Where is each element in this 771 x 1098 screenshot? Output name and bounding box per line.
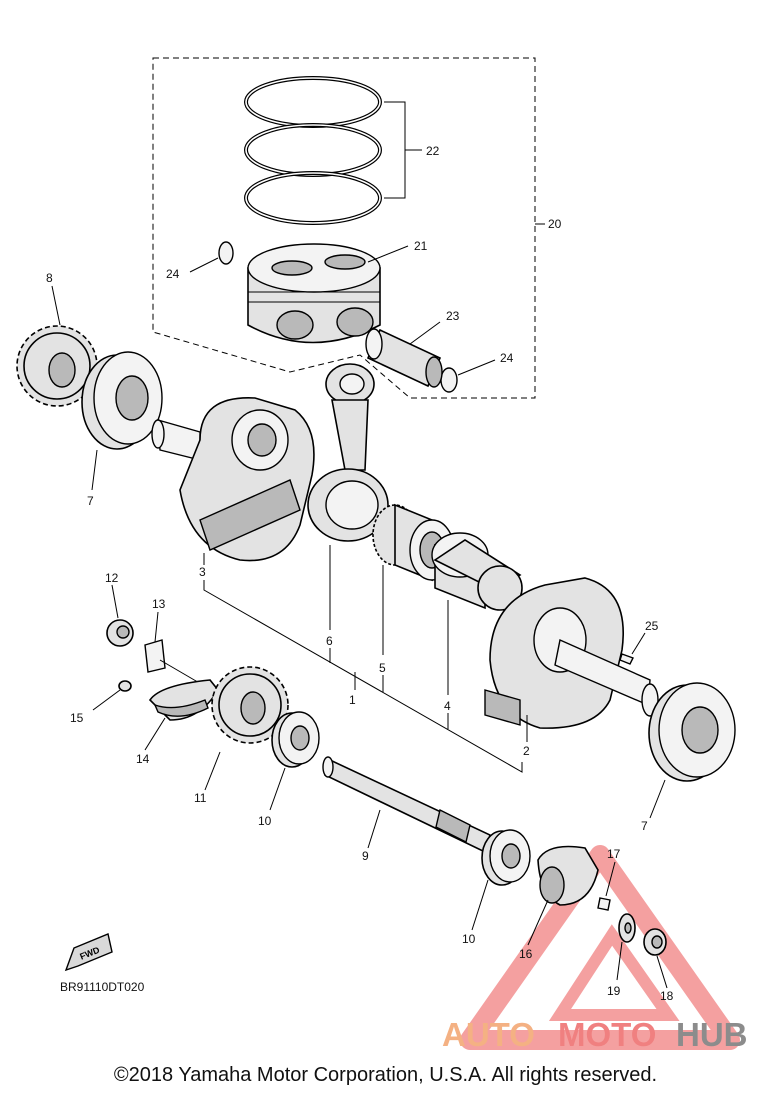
callout-8: 8 [46,271,53,285]
leader-17 [605,861,616,897]
bearing-balancer-right [481,829,531,886]
leader-14 [144,717,166,751]
leader-7b [649,779,666,819]
leader-25 [631,632,646,655]
watermark-moto: MOTO [558,1016,656,1053]
callout-labels: 1 2 3 4 5 6 7 7 8 9 10 10 11 12 13 14 15… [46,144,674,1003]
watermark-triangle-inner [548,924,680,1021]
leader-13 [154,611,159,643]
woodruff-key [619,653,634,665]
leader-19 [616,941,623,981]
piston-kit-boundary [152,57,536,399]
callout-19: 19 [607,984,621,998]
balancer-weight-14 [148,679,219,721]
callout-7b: 7 [641,819,648,833]
callout-7a: 7 [87,494,94,508]
leader-10b [471,879,489,931]
balancer-weight-16 [537,845,599,906]
assembly-bracket-1 [203,580,523,773]
callout-6: 6 [326,634,333,648]
drive-gear-top [16,325,98,407]
callout-23: 23 [446,309,460,323]
key-17 [597,897,611,911]
washer-19 [618,913,636,943]
leader-16 [527,899,549,946]
leader-12 [111,584,119,619]
callout-10a: 10 [258,814,272,828]
leader-10a [269,767,286,811]
callout-21: 21 [414,239,428,253]
watermark-auto: AUTO [442,1016,535,1053]
callout-9: 9 [362,849,369,863]
callout-5: 5 [379,661,386,675]
callout-17: 17 [607,847,621,861]
callout-25: 25 [645,619,659,633]
circlip-left [218,241,234,265]
leader-18 [656,955,668,989]
bolt-15 [118,680,132,692]
callout-11: 11 [194,791,207,805]
callout-2: 2 [523,744,530,758]
circlip-right [440,367,458,393]
leader-8 [51,285,61,326]
callout-16: 16 [519,947,533,961]
leader-9 [367,809,381,849]
callout-20: 20 [548,217,562,231]
callout-24b: 24 [500,351,514,365]
fwd-arrow-icon: FWD [64,933,113,972]
copyright-notice: ©2018 Yamaha Motor Corporation, U.S.A. A… [113,1064,658,1086]
callout-1: 1 [349,693,356,707]
callout-18: 18 [660,989,674,1003]
callout-3: 3 [199,565,206,579]
leader-21 [367,245,409,263]
callout-12: 12 [105,571,119,585]
callout-22: 22 [426,144,440,158]
nut-12 [106,619,134,647]
piston [247,243,381,344]
piston-pin [365,328,443,388]
callout-10b: 10 [462,932,476,946]
bearing-right [648,682,736,782]
nut-18 [643,928,667,956]
callout-15: 15 [70,711,84,725]
bearing-left [81,351,163,450]
crank-pin [431,532,523,611]
crank-web-left [151,397,315,562]
callout-24a: 24 [166,267,180,281]
leader-11 [204,751,221,791]
callout-4: 4 [444,699,451,713]
callout-14: 14 [136,752,150,766]
leader-24b [457,359,496,376]
watermark: AUTO MOTO HUB [442,845,748,1053]
callout-13: 13 [152,597,166,611]
balancer-gear [211,666,289,744]
watermark-hub: HUB [676,1016,748,1053]
crank-web-right [484,577,659,729]
bearing-balancer-left [271,711,320,768]
leader-7a [91,449,98,491]
leader-22 [384,101,422,199]
balancer-shaft [322,756,491,854]
leader-23 [409,321,441,345]
connecting-rod [307,363,389,542]
piston-rings [244,76,382,225]
leader-15 [92,689,121,711]
leader-24a [189,257,219,273]
drawing-code: BR91110DT020 [60,980,145,994]
